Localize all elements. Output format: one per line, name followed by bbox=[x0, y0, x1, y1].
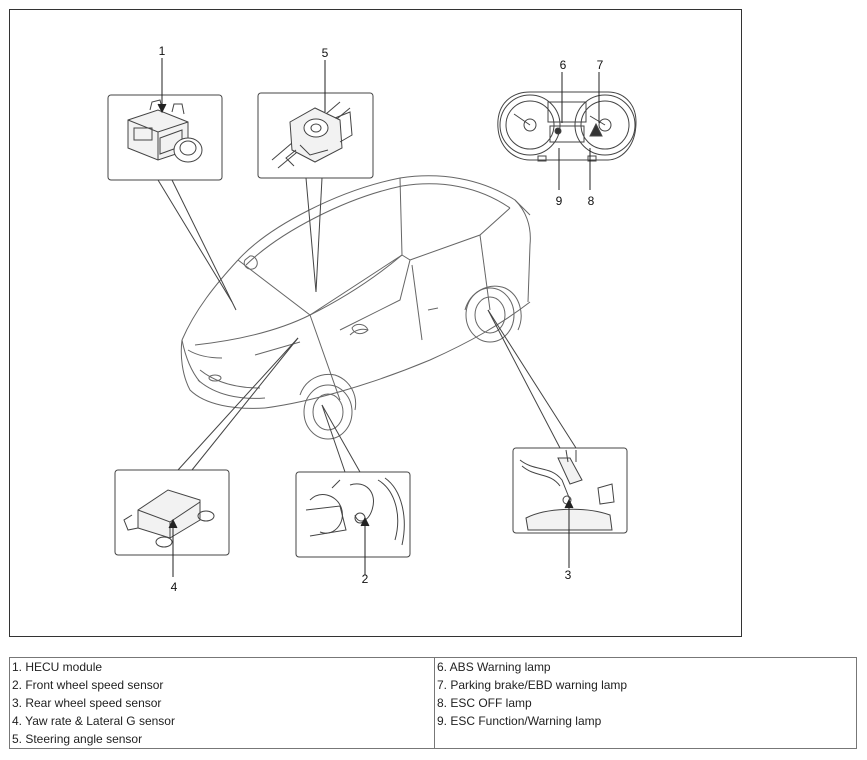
legend-item: 1. HECU module bbox=[12, 660, 103, 674]
inset-hecu-module bbox=[107, 94, 223, 181]
callout-3: 3 bbox=[565, 568, 572, 582]
car-illustration bbox=[180, 175, 531, 440]
legend-right-column: 6. ABS Warning lamp 7. Parking brake/EBD… bbox=[434, 657, 857, 749]
legend-item: 6. ABS Warning lamp bbox=[437, 660, 551, 674]
component-legend-table: 1. HECU module 2. Front wheel speed sens… bbox=[9, 657, 857, 749]
leader-lines bbox=[157, 177, 577, 473]
legend-item: 3. Rear wheel speed sensor bbox=[12, 696, 162, 710]
callout-6: 6 bbox=[560, 58, 567, 72]
callout-2: 2 bbox=[362, 572, 369, 586]
callout-1: 1 bbox=[159, 44, 166, 58]
diagram-frame: 1 5 6 7 9 8 4 2 3 bbox=[9, 9, 742, 637]
legend-item: 4. Yaw rate & Lateral G sensor bbox=[12, 714, 175, 728]
legend-item: 2. Front wheel speed sensor bbox=[12, 678, 164, 692]
callout-4: 4 bbox=[171, 580, 178, 594]
callout-5: 5 bbox=[322, 46, 329, 60]
callout-8: 8 bbox=[588, 194, 595, 208]
callout-pointers bbox=[157, 58, 600, 577]
esc-component-location-diagram: 1 5 6 7 9 8 4 2 3 bbox=[107, 44, 637, 594]
inset-yaw-rate-sensor bbox=[114, 469, 230, 556]
legend-item: 9. ESC Function/Warning lamp bbox=[437, 714, 602, 728]
legend-item: 7. Parking brake/EBD warning lamp bbox=[437, 678, 628, 692]
legend-item: 8. ESC OFF lamp bbox=[437, 696, 532, 710]
inset-steering-angle-sensor bbox=[257, 92, 374, 179]
callout-7: 7 bbox=[597, 58, 604, 72]
legend-left-column: 1. HECU module 2. Front wheel speed sens… bbox=[9, 657, 435, 749]
callout-9: 9 bbox=[556, 194, 563, 208]
inset-rear-wheel-speed-sensor bbox=[512, 447, 628, 534]
legend-item: 5. Steering angle sensor bbox=[12, 732, 143, 746]
inset-front-wheel-speed-sensor bbox=[295, 471, 411, 558]
instrument-cluster bbox=[497, 91, 637, 162]
